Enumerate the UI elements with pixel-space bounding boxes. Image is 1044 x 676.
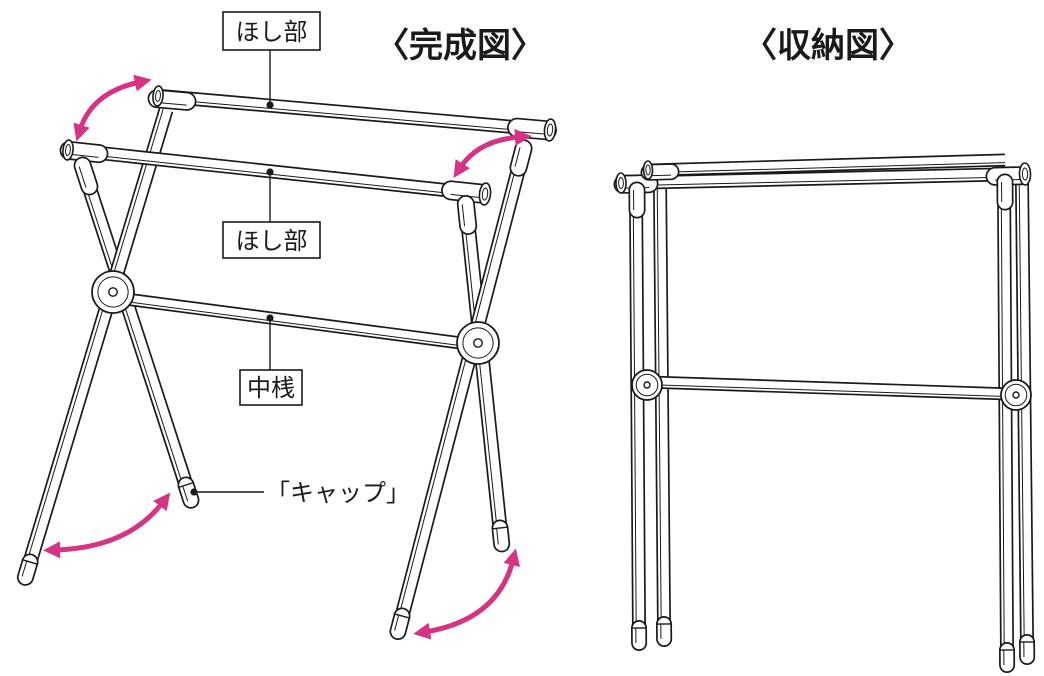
hoshi-back-label-box xyxy=(222,11,321,51)
folded-front-right-end-cap xyxy=(1018,162,1032,186)
front-left-end-cap xyxy=(62,139,74,161)
hoshi-front-dot xyxy=(266,168,274,176)
back-top-bar xyxy=(159,89,549,137)
front-left-leg-socket xyxy=(73,156,99,196)
back-right-leg-socket xyxy=(509,139,533,177)
rotation-arrows xyxy=(43,74,532,640)
folded-left-leg-rear-cap xyxy=(655,616,673,647)
folded-left-leg-rear xyxy=(653,181,671,625)
rotate-arrow-icon-bottom-right xyxy=(413,548,521,640)
folded-back-left-end-cap xyxy=(642,160,654,180)
rotate-arrow-icon-bottom-left xyxy=(43,492,171,559)
cap-dot xyxy=(190,488,198,496)
left-leg-rear xyxy=(74,162,194,488)
front-right-leg-socket xyxy=(456,195,478,235)
folded-right-hinge xyxy=(1000,379,1032,411)
folded-left-leg-front xyxy=(629,191,646,629)
middle-bar-dot xyxy=(266,314,274,322)
assembled-rack xyxy=(16,85,557,640)
cap-label: 「キャップ」 xyxy=(266,479,410,507)
right-leg-rear-cap xyxy=(491,519,511,553)
back-right-end-cap xyxy=(543,118,557,142)
folded-back-top-bar xyxy=(649,153,1006,177)
folded-right-leg-socket xyxy=(996,173,1014,211)
assembled-view-title: 〈完成図〉 xyxy=(375,26,545,66)
front-top-bar xyxy=(71,143,483,201)
storage-view-title: 〈収納図〉 xyxy=(743,26,913,66)
assembled-labels: ほし部 ほし部 中桟 「キャップ」 xyxy=(190,11,410,507)
folded-rack xyxy=(613,153,1036,673)
folded-front-top-bar xyxy=(623,167,1023,190)
hoshi-back-dot xyxy=(266,101,274,109)
rotate-arrow-icon-top-left xyxy=(73,74,152,142)
middle-bar-label: 中桟 xyxy=(247,374,295,402)
folded-front-left-end-cap xyxy=(615,172,627,194)
folded-right-leg-rear-cap xyxy=(1018,634,1036,665)
folded-right-leg-rear xyxy=(1015,181,1034,643)
folded-middle-bar xyxy=(647,375,1011,401)
folded-left-leg-socket xyxy=(628,181,646,219)
middle-bar xyxy=(117,291,477,352)
front-left-joint xyxy=(59,140,109,164)
hoshi-front-label: ほし部 xyxy=(236,227,308,255)
front-right-end-cap xyxy=(478,182,492,206)
left-leg-rear-cap xyxy=(177,476,200,509)
folded-left-hinge xyxy=(631,369,663,401)
folded-left-leg-front-cap xyxy=(630,620,648,651)
hoshi-front-label-box xyxy=(222,221,321,259)
middle-bar-label-box xyxy=(239,369,303,406)
left-leg-front-cap xyxy=(16,553,39,586)
back-right-joint xyxy=(507,117,557,141)
left-leg-front xyxy=(22,107,174,565)
right-leg-front-cap xyxy=(389,607,411,640)
right-hinge xyxy=(456,321,500,365)
hoshi-back-label: ほし部 xyxy=(236,18,308,46)
folded-right-leg-front-cap xyxy=(998,642,1016,673)
rotate-arrow-icon-top-right xyxy=(453,128,532,179)
left-hinge xyxy=(91,270,135,314)
folded-right-leg-front xyxy=(997,183,1014,651)
back-left-end-cap xyxy=(152,85,164,107)
right-leg-rear xyxy=(458,204,508,529)
right-leg-front xyxy=(394,146,532,618)
